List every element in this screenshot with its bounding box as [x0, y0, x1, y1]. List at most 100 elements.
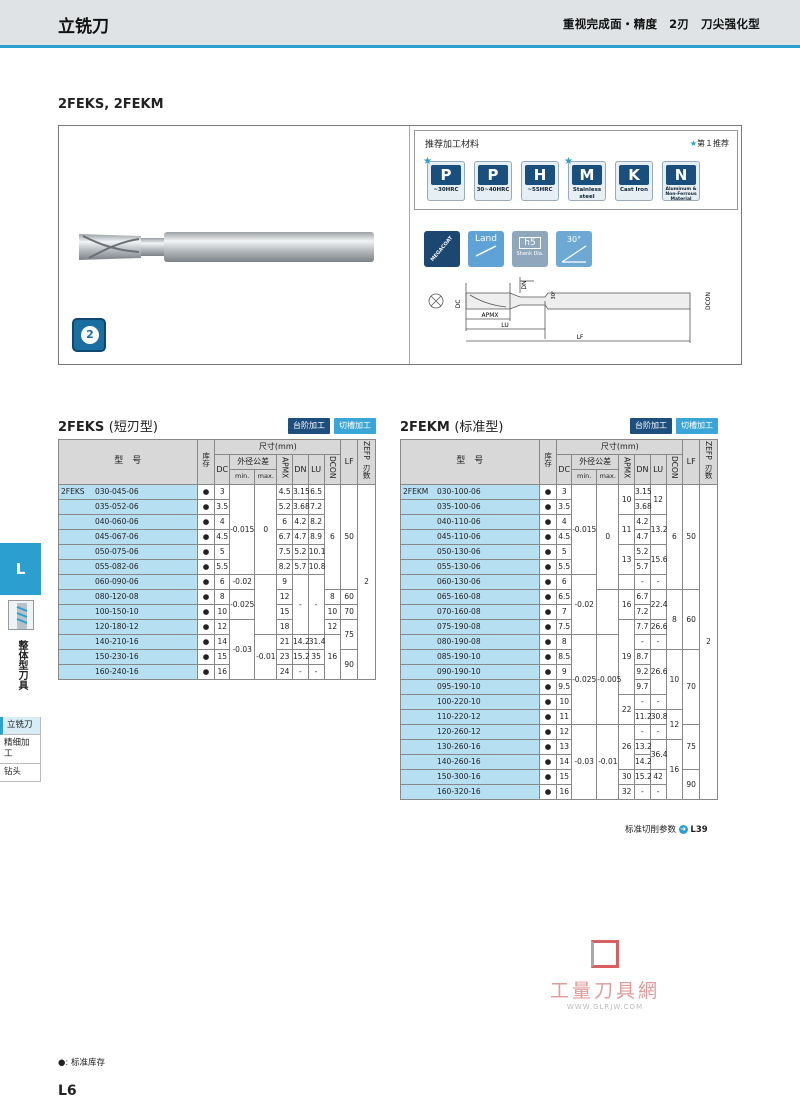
tol-max-cell: 0 [596, 484, 620, 590]
model-cell: 160-240-16 [58, 664, 198, 680]
model-code: 080-120-08 [95, 592, 139, 602]
materials-label: 推荐加工材料 [425, 140, 480, 150]
dc-cell: 16 [556, 784, 573, 800]
feks-heading: 2FEKS (短刃型) [58, 416, 158, 435]
feks-tag-step: 台阶加工 [288, 418, 330, 434]
model-cell: 110-220-12 [400, 709, 540, 725]
dc-cell: 4 [556, 514, 573, 530]
stock-cell: ● [538, 499, 558, 515]
cutting-params-ref[interactable]: 标准切削参数 ➜ L39 [625, 823, 708, 835]
dn-cell: 7.2 [634, 604, 651, 620]
col-dc: DC [556, 454, 573, 485]
model-cell: 040-110-06 [400, 514, 540, 530]
model-code: 055-082-06 [95, 562, 139, 572]
dc-cell: 6 [556, 574, 573, 590]
sidebar-item-end-mill[interactable]: 立铣刀 [0, 717, 41, 735]
stock-cell: ● [196, 559, 216, 575]
label-lu: LU [501, 322, 508, 329]
shank-main: h5 [519, 237, 541, 249]
dc-cell: 5 [556, 544, 573, 560]
tol-min-cell: -0.025 [571, 634, 598, 725]
dc-cell: 6.5 [556, 589, 573, 605]
col-min: min. [229, 469, 256, 485]
lu-cell: 8.2 [307, 514, 325, 530]
lu-cell: 31.4 [307, 634, 325, 650]
dn-cell: - [634, 694, 651, 710]
model-code: 100-150-10 [95, 607, 139, 617]
dn-cell: 3.68 [292, 499, 310, 515]
dcon-cell: 16 [323, 634, 342, 680]
label-apmx: APMX [481, 312, 498, 319]
lf-cell: 60 [340, 589, 359, 605]
dn-cell: 14.2 [292, 634, 310, 650]
model-code: 055-130-06 [437, 562, 481, 572]
flutes-badge: 2 [72, 318, 106, 352]
product-heading: 2FEKS, 2FEKM [58, 97, 164, 112]
model-code: 030-100-06 [437, 487, 481, 497]
stock-cell: ● [196, 589, 216, 605]
stock-cell: ● [538, 649, 558, 665]
model-cell: 090-190-10 [400, 664, 540, 680]
dc-cell: 4.5 [556, 529, 573, 545]
col-lf: LF [682, 439, 701, 485]
flutes-cell: 2 [357, 484, 376, 680]
dn-cell: - [634, 634, 651, 650]
dc-cell: 14 [214, 634, 231, 650]
dc-cell: 16 [214, 664, 231, 680]
apmx-cell: 7.5 [276, 544, 294, 560]
sidebar-tab-l[interactable]: L [0, 543, 41, 595]
ref-page[interactable]: L39 [690, 825, 708, 835]
dc-cell: 14 [556, 754, 573, 770]
dcon-cell: 8 [665, 589, 684, 650]
col-min: min. [571, 469, 598, 485]
model-code: 150-230-16 [95, 652, 139, 662]
dn-cell: 4.7 [292, 529, 309, 545]
sidebar-item-drill[interactable]: 钻头 [0, 764, 41, 782]
sidebar-item-fine[interactable]: 精细加工 [0, 735, 41, 764]
watermark-url: WWW.GLRJW.COM [566, 1003, 644, 1011]
apmx-cell: 5.2 [276, 499, 294, 515]
dc-cell: 3 [214, 484, 231, 500]
model-code: 160-320-16 [437, 787, 481, 797]
apmx-cell: 19 [618, 619, 636, 695]
product-image-area: 2 [59, 126, 409, 364]
col-lu: LU [649, 454, 667, 485]
model-cell: 140-260-16 [400, 754, 540, 770]
dc-cell: 9 [556, 664, 573, 680]
dc-cell: 12 [556, 724, 573, 740]
model-code: 035-100-06 [437, 502, 481, 512]
stock-cell: ● [196, 499, 216, 515]
angle-label: 30° [566, 235, 582, 244]
model-code: 045-110-06 [437, 532, 481, 542]
lu-cell: - [649, 634, 667, 650]
label-dn: DN [521, 280, 528, 289]
fekm-title: 2FEKM [400, 420, 450, 435]
model-code: 035-052-06 [95, 502, 139, 512]
model-code: 040-110-06 [437, 517, 481, 527]
apmx-cell: 22 [618, 694, 636, 725]
feks-tag-slot: 切槽加工 [334, 418, 376, 434]
tol-min-cell: -0.02 [571, 574, 598, 635]
col-dims: 尺寸(mm) [556, 439, 684, 455]
apmx-cell: 24 [276, 664, 294, 680]
model-code: 090-190-10 [437, 667, 481, 677]
stock-cell: ● [538, 514, 558, 530]
model-cell: 040-060-06 [58, 514, 198, 530]
dn-cell: - [292, 574, 309, 635]
feks-title: 2FEKS [58, 420, 105, 435]
model-code: 060-130-06 [437, 577, 481, 587]
flutes-cell: 2 [699, 484, 718, 800]
